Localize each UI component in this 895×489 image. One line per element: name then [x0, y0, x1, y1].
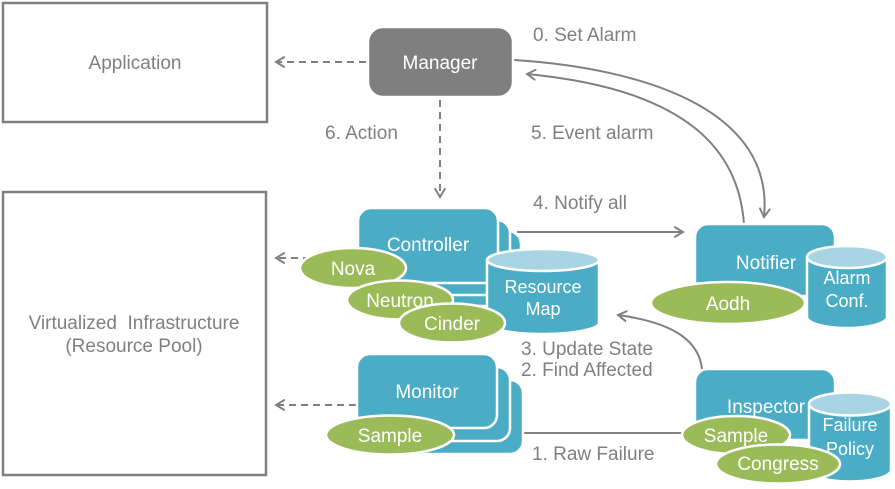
application-label: Application [89, 53, 182, 74]
failure-policy-label-line2: Policy [826, 439, 874, 459]
monitor-sample-label: Sample [358, 426, 422, 447]
alarm-conf-cylinder-body [805, 257, 889, 330]
alarm-conf-label-line1: Alarm [823, 268, 870, 288]
label-set-alarm: 0. Set Alarm [533, 25, 637, 46]
arrow-inspector-to-resource-map [616, 310, 703, 370]
arrow-set-alarm-curve [513, 59, 771, 219]
arrow-event-alarm-curve [525, 68, 745, 225]
nova-ellipse [298, 246, 408, 290]
inspector-label: Inspector [727, 397, 806, 418]
congress-label: Congress [737, 454, 818, 475]
virtualized-infrastructure-label-line2: (Resource Pool) [65, 336, 202, 357]
label-action: 6. Action [325, 123, 398, 144]
manager-label: Manager [403, 53, 479, 74]
resource-map-cylinder-top [485, 247, 601, 273]
label-notify-all: 4. Notify all [533, 193, 627, 214]
neutron-label: Neutron [366, 291, 434, 312]
resource-map-label-line1: Resource [504, 277, 581, 297]
resource-map-label-line2: Map [525, 299, 560, 319]
nova-label: Nova [331, 259, 376, 280]
aodh-label: Aodh [706, 294, 750, 315]
cinder-ellipse [397, 302, 507, 344]
label-raw-failure: 1. Raw Failure [532, 444, 655, 465]
congress-ellipse [714, 443, 842, 485]
monitor-sample-ellipse [324, 414, 456, 456]
inspector-sample-label: Sample [704, 426, 768, 447]
notifier-label: Notifier [736, 253, 797, 274]
manager-box [366, 25, 515, 99]
monitor-label: Monitor [395, 382, 459, 403]
virtualized-infrastructure-box [1, 190, 268, 477]
failure-policy-cylinder-top [807, 391, 893, 417]
controller-label: Controller [387, 235, 470, 256]
label-update-state: 3. Update State [521, 339, 653, 360]
application-box [1, 1, 269, 124]
cinder-label: Cinder [424, 314, 481, 335]
label-find-affected: 2. Find Affected [521, 360, 653, 381]
label-event-alarm: 5. Event alarm [531, 123, 654, 144]
failure-policy-label-line1: Failure [822, 415, 877, 435]
aodh-ellipse [649, 280, 807, 326]
alarm-conf-cylinder-top [805, 244, 889, 270]
virtualized-infrastructure-label-line1: Virtualized Infrastructure [29, 313, 240, 334]
alarm-conf-label-line2: Conf. [825, 291, 868, 311]
